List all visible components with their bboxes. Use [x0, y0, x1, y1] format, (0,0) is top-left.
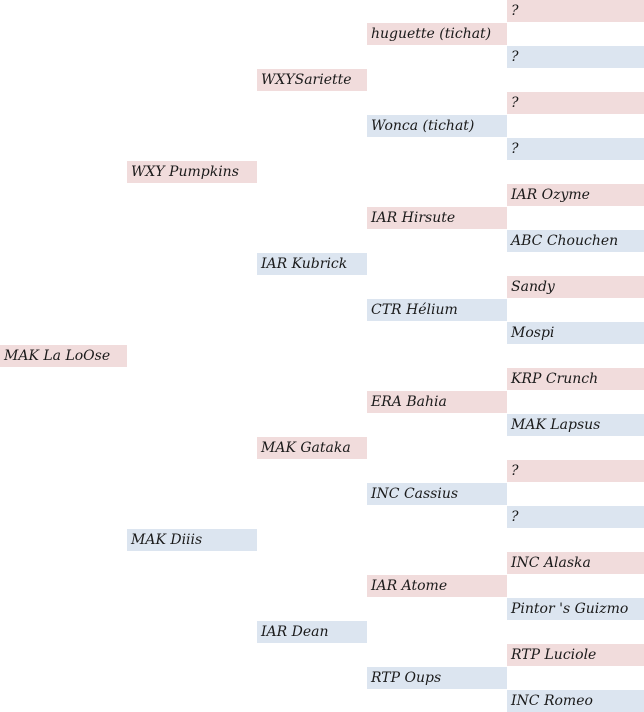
- g4-cell: ?: [507, 138, 644, 160]
- g4-cell: ?: [507, 92, 644, 114]
- ds-sire-cell: ERA Bahia: [367, 391, 507, 413]
- g4-cell: INC Alaska: [507, 552, 644, 574]
- sd-sire-cell: IAR Hirsute: [367, 207, 507, 229]
- g4-cell: MAK Lapsus: [507, 414, 644, 436]
- sd-dam-cell: CTR Hélium: [367, 299, 507, 321]
- subject-cell: MAK La LoOse: [0, 345, 127, 367]
- g4-cell: Sandy: [507, 276, 644, 298]
- dam-sire-cell: MAK Gataka: [257, 437, 367, 459]
- g4-cell: Mospi: [507, 322, 644, 344]
- dam-cell: MAK Diiis: [127, 529, 257, 551]
- sire-dam-cell: IAR Kubrick: [257, 253, 367, 275]
- ss-dam-cell: Wonca (tichat): [367, 115, 507, 137]
- sire-sire-cell: WXYSariette: [257, 69, 367, 91]
- g4-cell: KRP Crunch: [507, 368, 644, 390]
- g4-cell: ?: [507, 460, 644, 482]
- dd-dam-cell: RTP Oups: [367, 667, 507, 689]
- g4-cell: INC Romeo: [507, 690, 644, 712]
- g4-cell: RTP Luciole: [507, 644, 644, 666]
- dd-sire-cell: IAR Atome: [367, 575, 507, 597]
- ss-sire-cell: huguette (tichat): [367, 23, 507, 45]
- dam-dam-cell: IAR Dean: [257, 621, 367, 643]
- g4-cell: Pintor 's Guizmo: [507, 598, 644, 620]
- g4-cell: ABC Chouchen: [507, 230, 644, 252]
- g4-cell: ?: [507, 46, 644, 68]
- ds-dam-cell: INC Cassius: [367, 483, 507, 505]
- sire-cell: WXY Pumpkins: [127, 161, 257, 183]
- g4-cell: ?: [507, 0, 644, 22]
- g4-cell: IAR Ozyme: [507, 184, 644, 206]
- g4-cell: ?: [507, 506, 644, 528]
